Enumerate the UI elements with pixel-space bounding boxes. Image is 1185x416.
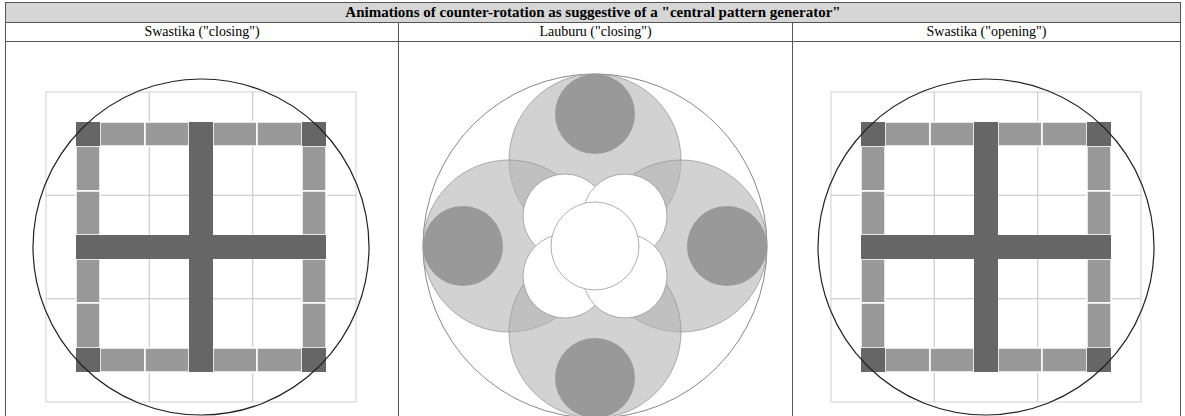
frame-cell: [930, 122, 974, 146]
frame-cell: [302, 303, 326, 348]
grid-square: [253, 92, 356, 195]
column-header-cell: Swastika ("opening"): [792, 23, 1181, 42]
corner-square: [1087, 122, 1111, 146]
grid-square: [1038, 299, 1141, 402]
corner-square: [1087, 348, 1111, 372]
frame-cell: [1042, 122, 1087, 146]
frame-cell: [76, 191, 100, 235]
corner-square: [302, 348, 326, 372]
grid-square: [253, 299, 356, 402]
head-circle: [555, 338, 635, 416]
table-title: Animations of counter-rotation as sugges…: [345, 4, 840, 21]
outer-circle: [423, 74, 767, 416]
frame-cell: [861, 259, 885, 303]
cross-bar: [76, 235, 326, 259]
frame-cell: [998, 348, 1042, 372]
frame-cell: [76, 303, 100, 348]
table-border: [6, 3, 1181, 416]
frame-cell: [885, 122, 930, 146]
table-title-cell: Animations of counter-rotation as sugges…: [5, 2, 1181, 23]
head-circle: [687, 206, 767, 286]
column-separator: [792, 23, 793, 416]
frame-cell: [100, 122, 145, 146]
frame-cell: [257, 122, 302, 146]
swastika-figure: [33, 79, 369, 415]
grid-square: [46, 299, 149, 402]
frame-cell: [145, 348, 189, 372]
column-separator: [398, 23, 399, 416]
frame-cell: [76, 146, 100, 191]
frame-cell: [100, 348, 145, 372]
column-header-cell: Swastika ("closing"): [5, 23, 399, 42]
swastika-figure: [818, 79, 1154, 415]
grid-square: [831, 92, 934, 195]
column-header-cell: Lauburu ("closing"): [398, 23, 793, 42]
column-header: Swastika ("closing"): [144, 24, 259, 40]
frame-cell: [1087, 259, 1111, 303]
column-header: Swastika ("opening"): [927, 24, 1047, 40]
cross-bar: [861, 235, 1111, 259]
frame-cell: [885, 348, 930, 372]
frame-cell: [998, 122, 1042, 146]
frame-cell: [861, 191, 885, 235]
frame-cell: [302, 191, 326, 235]
frame-cell: [145, 122, 189, 146]
center-circle: [551, 202, 639, 290]
frame-cell: [76, 259, 100, 303]
column-header: Lauburu ("closing"): [539, 24, 651, 40]
head-circle: [423, 206, 503, 286]
grid-square: [46, 92, 149, 195]
grid-square: [1038, 92, 1141, 195]
frame-cell: [930, 348, 974, 372]
frame-cell: [1087, 146, 1111, 191]
frame-cell: [1087, 191, 1111, 235]
corner-square: [76, 348, 100, 372]
outer-circle: [818, 79, 1154, 415]
frame-cell: [302, 259, 326, 303]
frame-cell: [861, 303, 885, 348]
corner-square: [76, 122, 100, 146]
outer-circle: [33, 79, 369, 415]
head-circle: [555, 74, 635, 154]
frame-cell: [257, 348, 302, 372]
corner-square: [861, 122, 885, 146]
frame-cell: [861, 146, 885, 191]
frame-cell: [213, 122, 257, 146]
frame-cell: [1087, 303, 1111, 348]
grid-square: [831, 299, 934, 402]
lauburu-figure: [423, 74, 767, 416]
frame-cell: [302, 146, 326, 191]
frame-cell: [213, 348, 257, 372]
corner-square: [861, 348, 885, 372]
frame-cell: [1042, 348, 1087, 372]
corner-square: [302, 122, 326, 146]
